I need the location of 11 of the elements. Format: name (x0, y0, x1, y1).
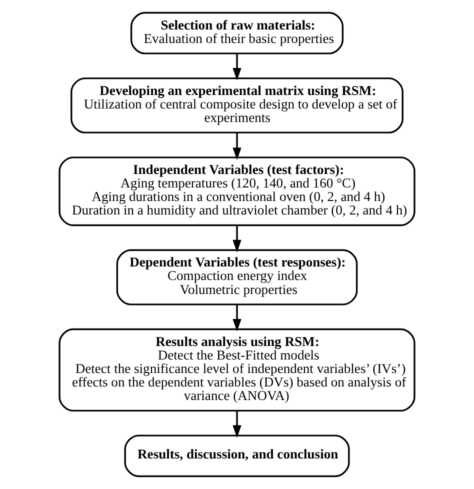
arrow (232, 304, 242, 332)
arrow (232, 54, 242, 80)
arrow (232, 410, 242, 438)
node-box: Dependent Variables (test responses): Compaction energy index Volumetric properties (116, 249, 358, 306)
node-box: Results, discussion, and conclusion (124, 434, 350, 478)
node-box: Developing an experimental matrix using RSM: Utilization of central composite design to develop a set of experiments (70, 77, 404, 134)
node-box: Independent Variables (test factors): Aging temperatures (120, 140, and 160 °C) Aging durations in a conventional oven (0, 2, and 4 h) Duration in a humidity and ultraviolet chamber (0, 2, and 4 h) (58, 156, 416, 226)
arrow (232, 226, 242, 252)
arrow (232, 132, 242, 160)
node-box: Selection of raw materials: Evaluation of their basic properties (130, 12, 344, 54)
node-box: Results analysis using RSM: Detect the Best-Fitted models Detect the significance level of independent variables’ (IVs’) effects on the dependent variables (DVs) based on analysis of variance (ANOVA) (58, 328, 416, 412)
